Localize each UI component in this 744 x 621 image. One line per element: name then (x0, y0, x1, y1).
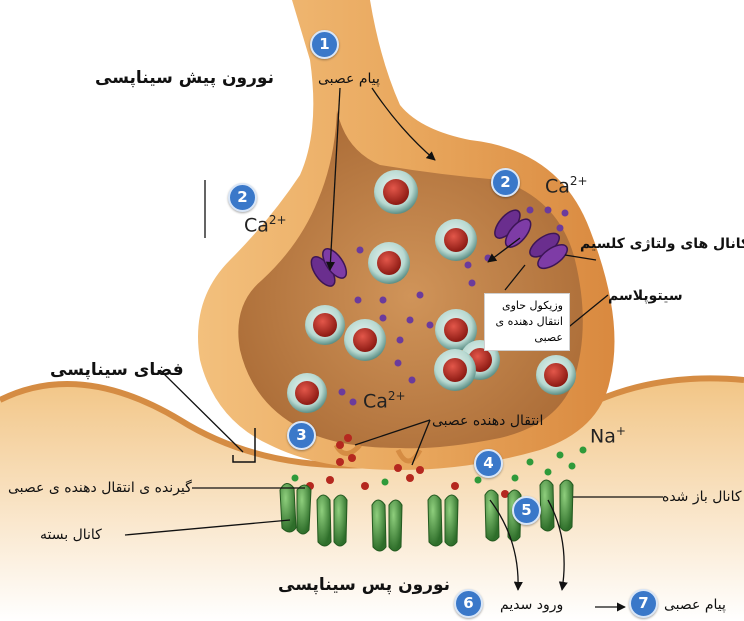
calcium-label-bottom: Ca2+ (363, 389, 406, 412)
open-channel-label: کانال باز شده (662, 489, 742, 505)
synaptic-space-label: فضای سیناپسی (50, 360, 184, 380)
postsynaptic-neuron-label: نورون پس سیناپسی (278, 575, 450, 595)
calcium-label-right: Ca2+ (545, 174, 588, 197)
presynaptic-neuron-label: نورون پیش سیناپسی (95, 68, 274, 88)
nerve-impulse-bottom-label: پیام عصبی (664, 597, 726, 613)
step-badge-7: 7 (629, 589, 658, 618)
receptor-label: گیرنده ی انتقال دهنده ی عصبی (8, 480, 192, 496)
step-badge-3: 3 (287, 421, 316, 450)
step-badge-4: 4 (474, 449, 503, 478)
step-badge-2-left: 2 (228, 183, 257, 212)
sodium-label: Na+ (590, 424, 626, 447)
step-badge-1: 1 (310, 30, 339, 59)
sodium-entry-label: ورود سدیم (500, 597, 563, 613)
step-badge-6: 6 (454, 589, 483, 618)
nerve-impulse-top-label: پیام عصبی (318, 71, 380, 87)
vesicle-label: وزیکول حاوی انتقال دهنده ی عصبی (484, 293, 570, 351)
step-badge-2-right: 2 (491, 168, 520, 197)
closed-channel-label: کانال بسته (40, 527, 102, 543)
neurotransmitter-label: انتقال دهنده عصبی (432, 413, 543, 429)
calcium-label-left: Ca2+ (244, 213, 287, 236)
calcium-channel-label: کانال های ولتاژی کلسیم (580, 236, 744, 252)
step-badge-5: 5 (512, 496, 541, 525)
cytoplasm-label: سیتوپلاسم (608, 288, 683, 304)
